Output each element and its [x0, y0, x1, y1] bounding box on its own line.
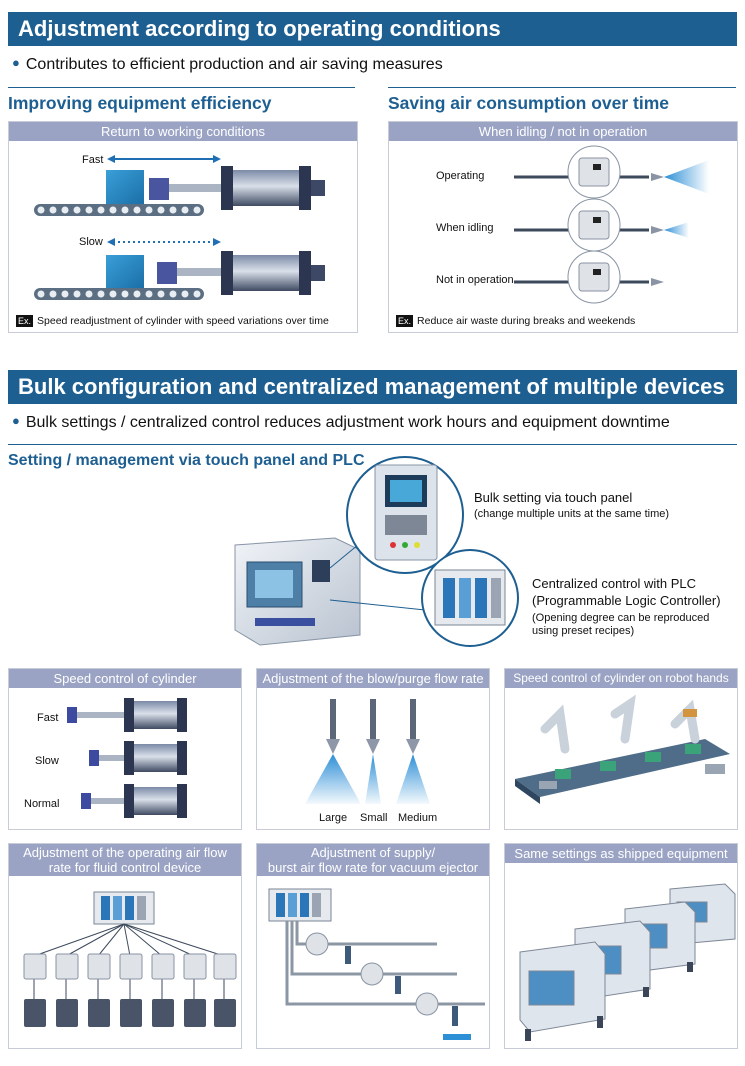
panel-vacuum-ejector: Adjustment of supply/burst air flow rate… [256, 843, 490, 1049]
divider [8, 87, 355, 88]
label-small: Small [360, 812, 388, 824]
air-saving-illustration [514, 145, 709, 304]
bullet-dot-icon: ● [12, 413, 20, 428]
section-title-adjustment: Adjustment according to operating condit… [8, 12, 737, 46]
heading-equipment-efficiency: Improving equipment efficiency [8, 93, 272, 113]
label-fast: Fast [37, 712, 59, 724]
machine-touch-panel-plc-illustration [234, 456, 519, 647]
note-plc: Centralized control with PLC (Programmab… [532, 575, 721, 638]
bullet-dot-icon: ● [12, 55, 20, 70]
panel-header-line2: rate for fluid control device [48, 860, 202, 875]
label-slow: Slow [35, 755, 59, 767]
panel-header-line1: Adjustment of the operating air flow [23, 845, 227, 860]
label-slow: Slow [79, 236, 103, 248]
label-normal: Normal [24, 798, 60, 810]
cylinder-speed-illustration [34, 155, 325, 300]
panel-header: When idling / not in operation [389, 122, 737, 141]
panel-header: Adjustment of the blow/purge flow rate [257, 669, 489, 688]
panel-header: Adjustment of supply/burst air flow rate… [257, 844, 489, 876]
section1-bullet-text: Contributes to efficient production and … [25, 56, 443, 73]
label-idling: When idling [436, 222, 494, 234]
panel-header: Speed control of cylinder [9, 669, 241, 688]
example-badge: Ex. [396, 315, 414, 327]
panel-return-working-conditions: Return to working conditions Fast Slow E… [8, 121, 358, 333]
example-text: Speed readjustment of cylinder with spee… [37, 315, 329, 327]
panel-header: Same settings as shipped equipment [505, 844, 737, 863]
section-title-bulk-configuration: Bulk configuration and centralized manag… [8, 370, 737, 404]
vacuum-ejector-illustration [268, 888, 485, 1040]
label-large: Large [319, 812, 348, 824]
divider [388, 87, 736, 88]
heading-touch-panel-plc: Setting / management via touch panel and… [8, 452, 365, 469]
label-not-operating: Not in operation [436, 274, 514, 286]
nozzle-spray-illustration [305, 699, 430, 804]
panel-header: Speed control of cylinder on robot hands [505, 669, 737, 688]
panel-shipped-equipment: Same settings as shipped equipment [504, 843, 738, 1049]
panel-header-line2: burst air flow rate for vacuum ejector [267, 860, 479, 875]
shipped-equipment-illustration [519, 883, 736, 1041]
plc-title-line2: (Programmable Logic Controller) [532, 593, 721, 608]
cylinder-group-illustration [67, 698, 187, 818]
fluid-control-network-illustration [23, 891, 237, 1027]
section2-bullet-text: Bulk settings / centralized control redu… [25, 414, 670, 431]
touch-panel-note: (change multiple units at the same time) [474, 508, 670, 520]
panel-robot-hands: Speed control of cylinder on robot hands [504, 668, 738, 830]
panel-header-line1: Adjustment of supply/ [310, 845, 436, 860]
note-touch-panel: Bulk setting via touch panel (change mul… [474, 490, 669, 520]
example-text: Reduce air waste during breaks and weeke… [417, 315, 636, 327]
label-fast: Fast [82, 154, 104, 166]
example-note: Ex.Reduce air waste during breaks and we… [396, 315, 635, 327]
panel-header: Return to working conditions [9, 122, 357, 141]
robot-line-illustration [515, 694, 730, 804]
panel-speed-control-cylinder: Speed control of cylinder Fast Slow Norm… [8, 668, 242, 830]
plc-note-line2: using preset recipes) [532, 625, 635, 637]
label-medium: Medium [398, 812, 438, 824]
plc-note-line1: (Opening degree can be reproduced [532, 612, 710, 624]
section1-bullet: ● Contributes to efficient production and… [12, 55, 443, 74]
plc-title-line1: Centralized control with PLC [532, 576, 697, 591]
example-badge: Ex. [16, 315, 34, 327]
touch-panel-title: Bulk setting via touch panel [474, 490, 633, 505]
example-note: Ex.Speed readjustment of cylinder with s… [16, 315, 329, 327]
heading-air-saving: Saving air consumption over time [388, 93, 670, 113]
label-operating: Operating [436, 170, 485, 182]
panel-blow-purge-flow: Adjustment of the blow/purge flow rate L… [256, 668, 490, 830]
section2-bullet: ● Bulk settings / centralized control red… [12, 413, 670, 432]
divider [8, 444, 737, 445]
panel-idling: When idling / not in operation Operating… [388, 121, 738, 333]
